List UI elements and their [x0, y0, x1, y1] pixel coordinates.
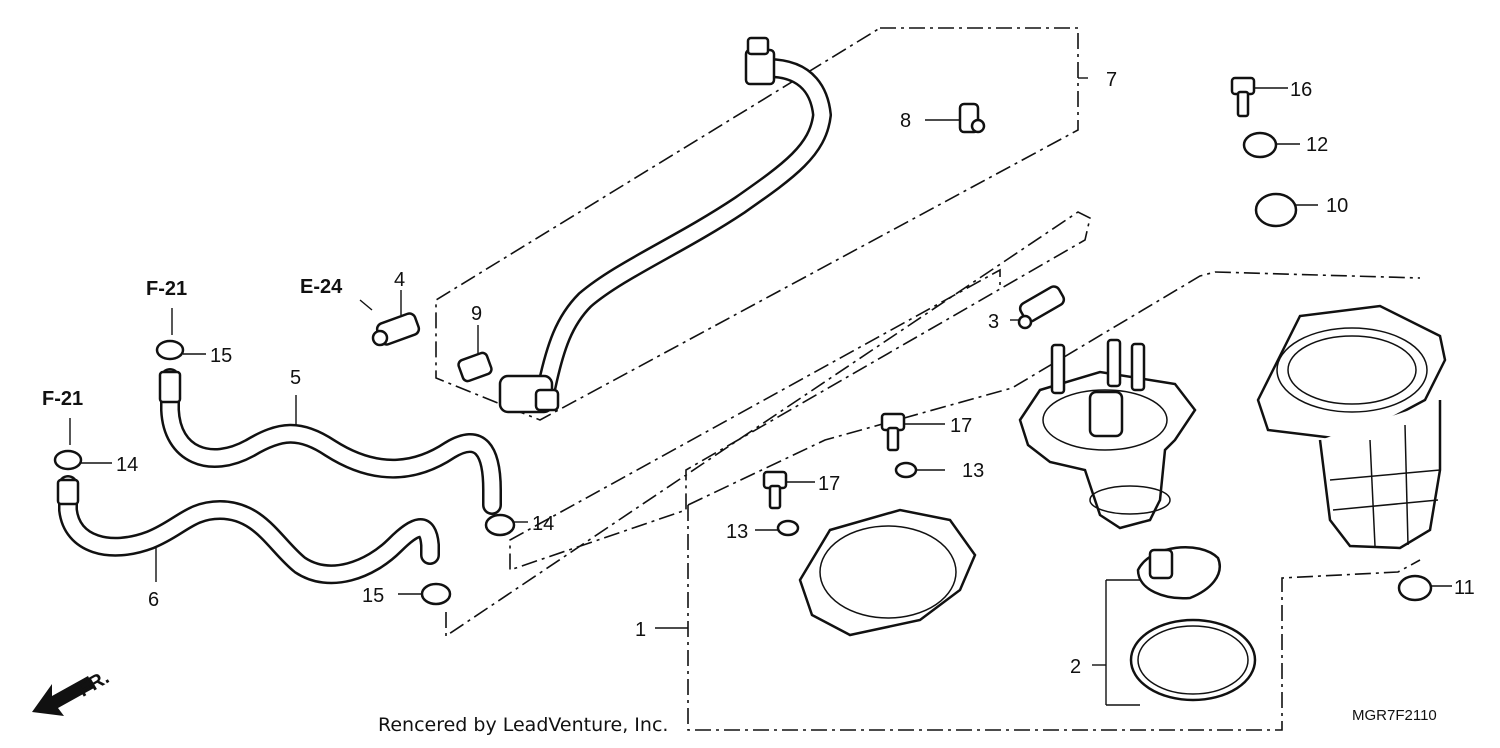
- hose-6: [56, 475, 440, 585]
- o-ring-2: [1129, 546, 1257, 702]
- callout-2: 2: [1070, 656, 1081, 678]
- clip-8: [958, 102, 986, 134]
- callout-8: 8: [900, 110, 911, 132]
- callout-6: 6: [148, 589, 159, 611]
- fuel-strainer: [1256, 304, 1447, 550]
- callout-17a: 17: [950, 415, 972, 437]
- ref-f21-left: F-21: [42, 388, 83, 410]
- group-outlines: [435, 27, 1421, 731]
- callout-13a: 13: [962, 460, 984, 482]
- callout-10: 10: [1326, 195, 1348, 217]
- callout-3: 3: [988, 311, 999, 333]
- callout-11: 11: [1454, 577, 1475, 599]
- hose-5: [158, 368, 502, 515]
- callout-12: 12: [1306, 134, 1328, 156]
- callout-16: 16: [1290, 79, 1312, 101]
- direction-arrow-icon: [32, 676, 94, 716]
- valve-3: [1017, 285, 1066, 330]
- footer-credit: Rencered by LeadVenture, Inc.: [378, 714, 668, 736]
- callout-15a: 15: [210, 345, 232, 367]
- diagram-code: MGR7F2110: [1352, 707, 1437, 724]
- e24-arrow: [359, 299, 373, 311]
- ref-e24: E-24: [300, 276, 343, 298]
- callout-13b: 13: [726, 521, 748, 543]
- fuel-hose-7: [498, 36, 832, 414]
- hardware: [762, 76, 1433, 602]
- clip-9: [457, 351, 493, 383]
- fuel-pump-body: [1018, 338, 1197, 530]
- callout-14b: 14: [532, 513, 554, 535]
- callout-1: 1: [635, 619, 646, 641]
- callout-9: 9: [471, 303, 482, 325]
- callout-17b: 17: [818, 473, 840, 495]
- clamps: [53, 339, 516, 606]
- callout-7: 7: [1106, 69, 1117, 91]
- joint-4: [371, 312, 421, 347]
- leader-lines: [69, 77, 1452, 706]
- callout-5: 5: [290, 367, 301, 389]
- callout-15b: 15: [362, 585, 384, 607]
- ref-f21-top: F-21: [146, 278, 187, 300]
- direction-label: FR.: [74, 666, 113, 701]
- callout-14a: 14: [116, 454, 138, 476]
- callout-4: 4: [394, 269, 405, 291]
- gasket-plate: [798, 508, 977, 637]
